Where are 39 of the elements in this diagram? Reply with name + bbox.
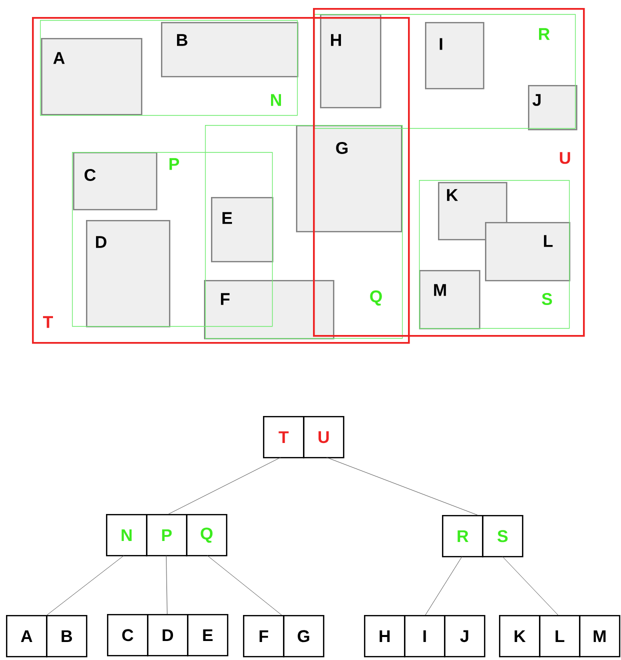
tree-cell: J [444,615,486,658]
connector-line [326,457,478,516]
tree-cell: S [482,515,524,558]
data-rectangle: G [296,125,402,232]
tree-cell: P [146,514,188,556]
data-rectangle: E [211,197,274,262]
tree-cell: B [46,615,88,658]
tree-cell: E [187,614,228,656]
connector-line [166,555,168,614]
tree-cell: L [539,615,580,658]
tree-cell: I [404,615,446,658]
data-rectangle: I [425,22,484,90]
data-rectangle: M [419,270,480,330]
connector-line [425,556,462,616]
tree-cell: N [106,514,148,556]
connector-line [206,555,282,616]
tree-cell: U [303,416,344,458]
tree-cell: C [107,614,148,656]
connector-line [168,457,281,514]
data-rectangle: H [320,14,382,108]
data-rectangle: B [161,22,298,78]
data-rectangle: D [86,220,170,328]
connector-line [46,555,124,616]
data-rectangle: J [528,85,578,130]
tree-cell: F [243,615,284,658]
tree-cell: Q [186,514,228,556]
data-rectangle: L [485,222,570,282]
tree-cell: K [499,615,540,658]
tree-cell: T [263,416,304,458]
tree-cell: D [147,614,188,656]
tree-cell: H [364,615,406,658]
connector-line [502,556,558,616]
data-rectangle: K [438,182,508,240]
tree-cell: G [283,615,324,658]
data-rectangle: A [41,38,142,116]
tree-cell: A [6,615,48,658]
data-rectangle: C [73,152,158,210]
tree-cell: R [442,515,484,558]
tree-cell: M [579,615,620,658]
